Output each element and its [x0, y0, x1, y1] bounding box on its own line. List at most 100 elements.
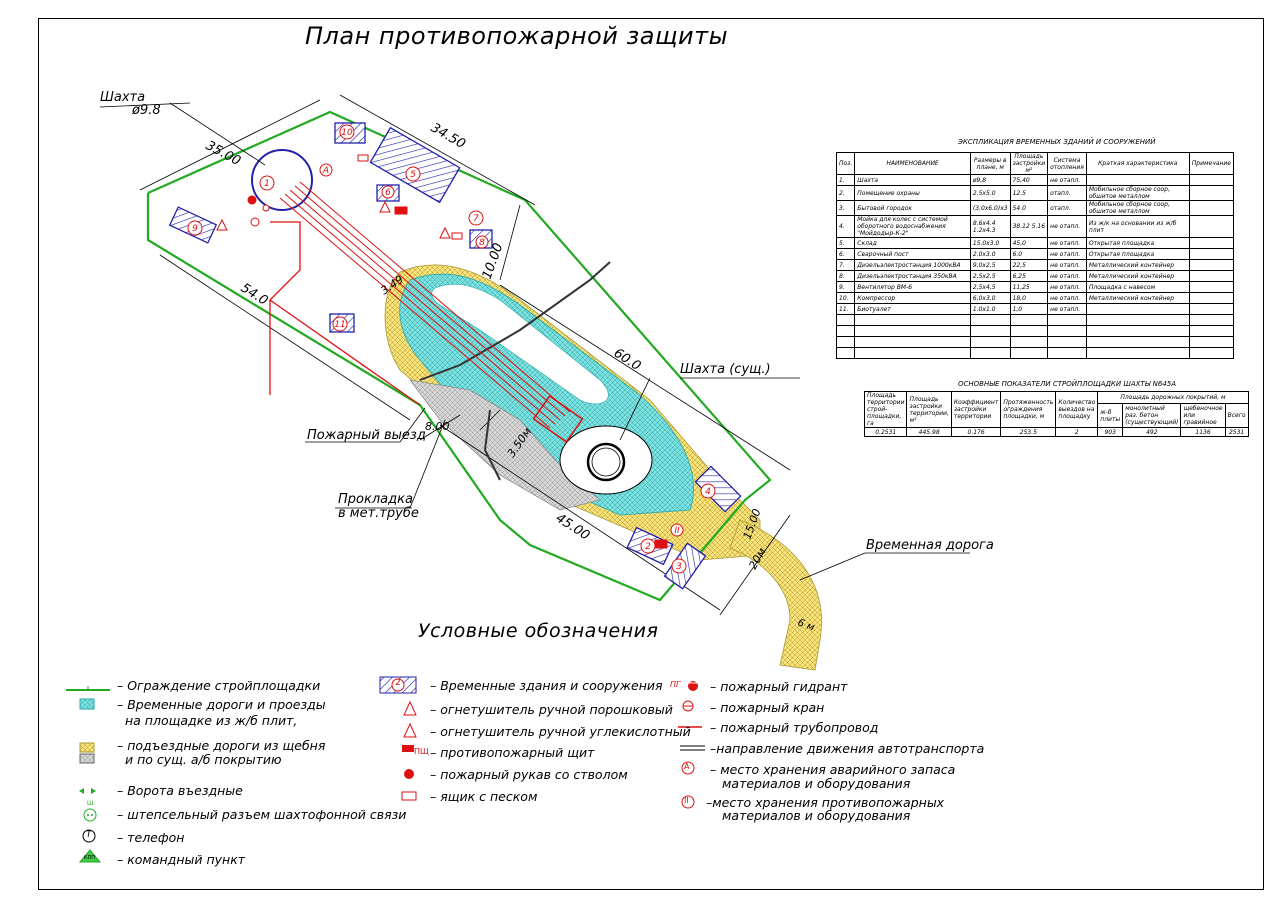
table-cell: Металлический контейнер [1085, 270, 1190, 282]
dim-60: 60.0 [611, 346, 643, 374]
table-cell: Компрессор [854, 292, 971, 304]
legend-slab-road-2: на площадке из ж/б плит, [125, 713, 298, 728]
table-cell: 2,5x2,5 [969, 270, 1011, 282]
table-cell [1188, 174, 1235, 186]
table-cell: не отапл. [1047, 270, 1087, 282]
table-cell: 3. [835, 200, 856, 216]
table-cell: Склад [854, 237, 971, 249]
svg-text:6: 6 [385, 188, 391, 198]
legend-gate: – Ворота въездные [117, 783, 243, 798]
phone-icon-text: Т [86, 830, 92, 840]
table-cell: не отапл. [1047, 259, 1087, 271]
fire-storage-icon-text: II [684, 796, 689, 805]
table-cell: Шахта [854, 174, 971, 186]
legend-temp-building: – Временные здания и сооружения [430, 678, 663, 693]
table-cell [1188, 185, 1235, 201]
table-cell: 6,25 [1009, 270, 1049, 282]
explication-header-0: Поз. [835, 152, 856, 175]
temp-building-icon-text: 2 [395, 678, 401, 688]
explication-header-5: Краткая характеристика [1085, 152, 1190, 175]
table-cell: 54.0 [1009, 200, 1049, 216]
ind-h3: Протяженность ограждения площадки, м [1000, 391, 1057, 428]
ind-v5: 903 [1097, 427, 1124, 437]
table-cell: 11. [835, 303, 856, 315]
legend-traffic-dir: –направление движения автотранспорта [710, 741, 985, 756]
legend-hydrant: – пожарный гидрант [710, 679, 848, 694]
table-cell: 2. [835, 185, 856, 201]
ind-v4: 2 [1055, 427, 1099, 437]
table-cell [1188, 215, 1235, 238]
table-cell: не отапл. [1047, 237, 1087, 249]
table-cell: 8. [835, 270, 856, 282]
table-row-empty [835, 325, 1235, 337]
existing-road-line [419, 261, 611, 481]
table-cell: Открытая площадка [1085, 237, 1190, 249]
fire-equipment-symbols [216, 154, 668, 549]
legend-fire-pipe: – пожарный трубопровод [710, 720, 879, 735]
table-cell [1188, 200, 1235, 216]
building-5 [369, 126, 461, 204]
table-cell: Сварочный пост [854, 248, 971, 260]
label-existing-shaft: Шахта (сущ.) [680, 362, 771, 377]
legend-gravel-road-2: и по сущ. а/б покрытию [125, 752, 282, 767]
table-cell: Открытая площадка [1085, 248, 1190, 260]
legend-fence: – Ограждение стройплощадки [117, 678, 321, 693]
existing-shaft [586, 442, 626, 482]
ind-v1: 445.98 [906, 427, 952, 437]
dim-35: 35.00 [203, 138, 243, 169]
table-row: 4.Мойка для колес с системой оборотного … [835, 215, 1235, 238]
explication-header-3: Площадь застройки м² [1009, 152, 1049, 175]
table-cell: Дизельэлектростанция 350кВА [854, 270, 971, 282]
table-cell: не отапл. [1047, 215, 1087, 238]
legend-slab-road: – Временные дороги и проезды [117, 697, 326, 712]
table-cell: Металлический контейнер [1085, 259, 1190, 271]
table-cell: не отапл. [1047, 303, 1087, 315]
legend-co2-ext: – огнетушитель ручной углекислотный [430, 724, 691, 739]
svg-text:2: 2 [645, 542, 651, 552]
table-cell [1085, 303, 1190, 315]
table-cell: 22,5 [1009, 259, 1049, 271]
marker-6: 6 [381, 185, 395, 199]
svg-text:3: 3 [676, 562, 682, 572]
marker-II: II [670, 523, 684, 537]
table-cell [1188, 237, 1235, 249]
table-cell: 7. [835, 259, 856, 271]
ind-sh1: монолитный раз. бетон (существующий) [1122, 403, 1182, 428]
existing-shaft-pad [559, 425, 653, 495]
site-fence [146, 110, 772, 602]
table-cell: 9. [835, 281, 856, 293]
emergency-storage-icon-text: A [684, 762, 690, 771]
svg-text:7: 7 [473, 214, 479, 224]
svg-text:A: A [322, 166, 329, 176]
explication-header-2: Размеры в плане, м [969, 152, 1011, 175]
drawing-title: План противопожарной защиты [305, 22, 729, 50]
legend-phone: – телефон [117, 830, 185, 845]
table-cell: 38.12 5.16 [1009, 215, 1049, 238]
marker-A: A [319, 163, 333, 177]
pipe-bundle [279, 181, 571, 429]
drawing-frame [38, 18, 1264, 890]
indicators-table: Площадь территории строй-площадки, га Пл… [863, 391, 1249, 437]
ind-v7: 1136 [1180, 427, 1226, 437]
svg-text:5: 5 [410, 170, 416, 180]
explication-caption: ЭКСПЛИКАЦИЯ ВРЕМЕННЫХ ЗДАНИЙ И СООРУЖЕНИ… [958, 138, 1156, 146]
table-cell: 6,0x3,0 [969, 292, 1011, 304]
marker-8: 8 [475, 235, 489, 249]
table-cell: 2.5x5.0 [969, 185, 1011, 201]
table-cell: Дизельэлектростанция 1000кВА [854, 259, 971, 271]
table-cell: 4. [835, 215, 856, 238]
table-cell: не отапл. [1047, 281, 1087, 293]
table-cell [1188, 270, 1235, 282]
table-cell: Вентилятор ВМ-6 [854, 281, 971, 293]
ind-h0: Площадь территории строй-площадки, га [863, 391, 908, 428]
dim-3450: 34.50 [428, 120, 468, 152]
table-cell: 1. [835, 174, 856, 186]
legend-fire-valve: – пожарный кран [710, 700, 825, 715]
legend-fire-storage: –место хранения противопожарных [706, 795, 945, 810]
table-cell: Площадка с навесом [1085, 281, 1190, 293]
table-cell: 2,5x4,5 [969, 281, 1011, 293]
